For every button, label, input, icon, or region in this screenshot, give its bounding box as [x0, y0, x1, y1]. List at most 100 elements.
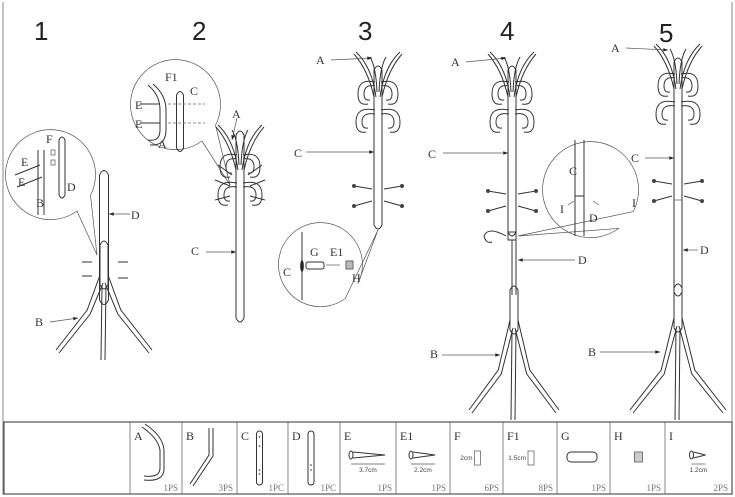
part-quantity: 1PS	[591, 483, 606, 493]
step2-zoom-label-screw-2: E	[135, 117, 142, 131]
step1-zoom-plug	[50, 159, 56, 166]
step1-leg-right	[107, 274, 153, 351]
step4-peg-end	[534, 189, 538, 193]
part-pole-hole	[258, 473, 261, 475]
step3-zoom-label-pole: C	[283, 265, 291, 279]
step5-peg-end	[652, 199, 656, 203]
step5-hook-curl-right	[680, 72, 699, 97]
step4-hook-curl-right	[514, 113, 529, 129]
step3-arrow-hook	[330, 57, 373, 61]
step1-zoom-label-leg: B	[36, 196, 44, 210]
step-number-4: 4	[500, 16, 514, 46]
part-cap-icon	[566, 451, 598, 463]
step2-zoom-label-pole: C	[190, 84, 198, 98]
step4-leg-left	[468, 319, 511, 411]
part-quantity: 6PS	[484, 483, 499, 493]
step2-zoom-hook	[149, 83, 167, 146]
step4-label-hook: A	[451, 55, 460, 69]
step2-zoom-label-screw-1: E	[135, 98, 142, 112]
step5-hook-center	[678, 48, 687, 85]
part-letter: E1	[400, 429, 413, 443]
step4-hook-curl-left	[495, 113, 510, 129]
part-leg-icon	[192, 428, 214, 487]
step-number-2: 2	[192, 16, 206, 46]
step5-peg	[683, 180, 703, 185]
step5-hook-center	[669, 48, 678, 85]
step2-hook-tall-right	[241, 124, 263, 171]
step5-hook-curl-left	[661, 105, 676, 121]
step5-hook-curl-right	[680, 105, 695, 121]
step-number-1: 1	[34, 16, 48, 46]
step3-hook-curl-left	[355, 108, 376, 133]
step2-zoom-bubble	[130, 59, 231, 186]
part-screw-head	[408, 450, 414, 460]
arrowhead	[231, 135, 235, 140]
step3-hook-curl-left	[361, 113, 376, 129]
part-letter: A	[134, 429, 143, 443]
step1-zoom-screw	[14, 164, 41, 176]
step4-hook-curl-left	[497, 85, 510, 101]
step4-label-leg: B	[430, 347, 438, 361]
arrowhead	[73, 316, 78, 321]
arrowhead	[231, 250, 236, 254]
part-screw-icon	[693, 451, 706, 459]
step4-hook-curl-right	[514, 85, 527, 101]
step4-leg-right	[514, 327, 557, 414]
step4-zoom-label-screw-2: I	[632, 196, 636, 210]
step5-leg-center	[678, 327, 681, 421]
step3-peg-end	[352, 184, 356, 188]
step1-leg-center	[100, 284, 103, 361]
step5-leg-center	[674, 327, 677, 421]
step4-label-pole-upper: C	[428, 147, 436, 161]
arrowhead	[501, 56, 506, 61]
arrowhead	[503, 151, 508, 155]
part-screw-icon	[352, 451, 386, 459]
step4-hook-curl-left	[491, 80, 510, 105]
step5-peg	[683, 195, 703, 202]
arrowhead	[367, 56, 372, 60]
step5-label-pole-lower: D	[700, 243, 709, 257]
step1-zoom-label-screw-1: E	[21, 155, 28, 169]
step3-hook-curl-left	[357, 80, 376, 105]
step4-hook-center	[503, 56, 512, 93]
step3-hook-center	[378, 56, 387, 93]
step4-hook-tall-left	[487, 53, 509, 98]
step1-zoom-plug	[50, 149, 56, 156]
step2-zoom-label-hook: A	[158, 137, 167, 151]
step4-arrow-hook	[465, 57, 507, 63]
step4-leg-left	[471, 327, 514, 414]
parts-table: A1PSB3PSC1PCD1PCE1PS3.7cmE11PS2.2cmF6PS2…	[3, 421, 733, 495]
step1-arrow-leg	[49, 317, 79, 323]
step5-leg-sleeve	[673, 283, 683, 333]
step2-screw	[214, 195, 231, 201]
step5-arrow-hook	[625, 47, 669, 51]
step1-leg-center	[104, 284, 107, 361]
part-plug-icon	[474, 450, 481, 466]
step4-peg-end	[486, 209, 490, 213]
step5-hook-tall-left	[655, 43, 677, 90]
step2-hook-center	[231, 129, 240, 166]
step1-zoom-label-screw-2: E	[18, 175, 25, 189]
step3-hook-curl-right	[380, 113, 395, 129]
part-cell-e1: E1 1PS 2.2cm	[400, 422, 451, 494]
part-quantity: 1PS	[431, 483, 446, 493]
step3-hook-center	[369, 56, 378, 93]
step2-hook-center	[240, 129, 249, 166]
step3-hook-curl-right	[380, 85, 393, 101]
part-size: 2.2cm	[414, 467, 432, 474]
step5-pole	[673, 57, 683, 297]
step3-hook-curl-left	[363, 85, 376, 101]
part-quantity: 3PS	[218, 483, 233, 493]
step4-zoom-label-pole-upper: C	[569, 164, 577, 178]
step3-hook-curl-right	[380, 108, 401, 133]
step4-hook-tall-left	[489, 51, 511, 98]
step1-zoom-label-pole: D	[67, 180, 76, 194]
arrowhead	[655, 350, 660, 354]
step5-leg-right	[678, 325, 724, 414]
